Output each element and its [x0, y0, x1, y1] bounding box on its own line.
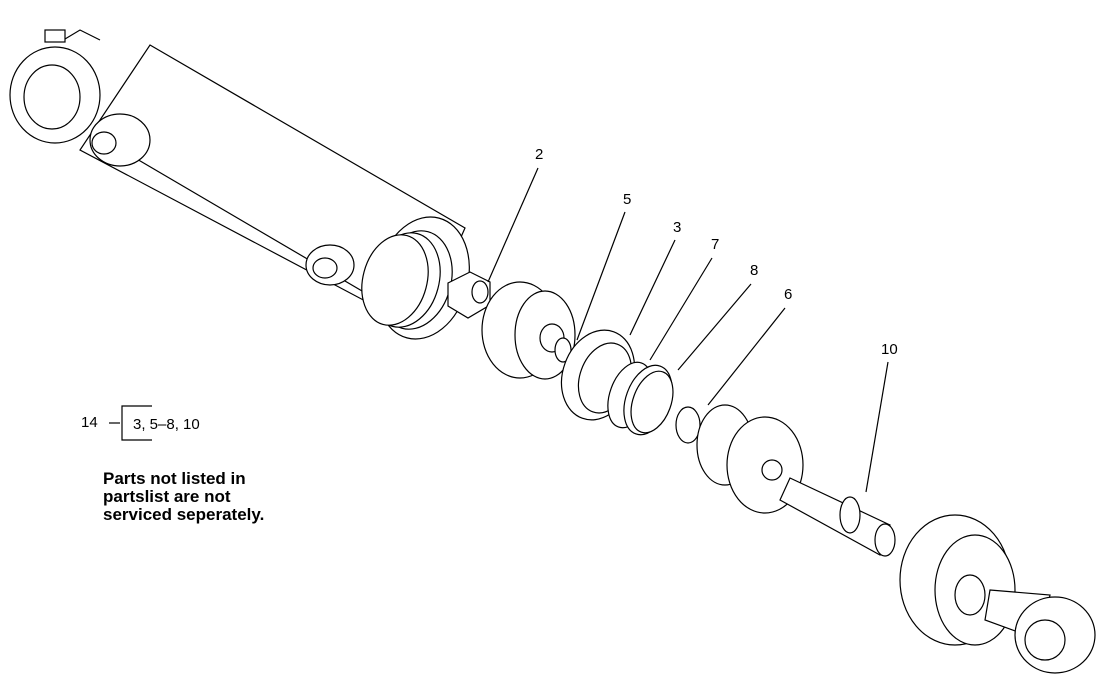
- kit-parts: 3, 5–8, 10: [133, 416, 200, 433]
- kit-number: 14: [81, 414, 98, 431]
- callout-3: 3: [673, 219, 682, 236]
- o-rings-7-8: [607, 361, 674, 436]
- note-line: partslist are not: [103, 487, 231, 506]
- callout-5: 5: [623, 191, 632, 208]
- service-note: Parts not listed in partslist are not se…: [103, 470, 343, 524]
- leader-lines: [487, 167, 889, 493]
- callout-8: 8: [750, 262, 759, 279]
- callout-2: 2: [535, 146, 544, 163]
- callout-6: 6: [784, 286, 793, 303]
- rod-end: [899, 514, 1096, 674]
- kit-bracket: [109, 405, 152, 441]
- note-line: serviced seperately.: [103, 505, 265, 524]
- note-line: Parts not listed in: [103, 469, 246, 488]
- callout-7: 7: [711, 236, 720, 253]
- gland: [675, 404, 804, 514]
- rod: [779, 477, 896, 557]
- cylinder-barrel: [9, 29, 470, 340]
- callout-10: 10: [881, 341, 898, 358]
- piston: [481, 281, 576, 380]
